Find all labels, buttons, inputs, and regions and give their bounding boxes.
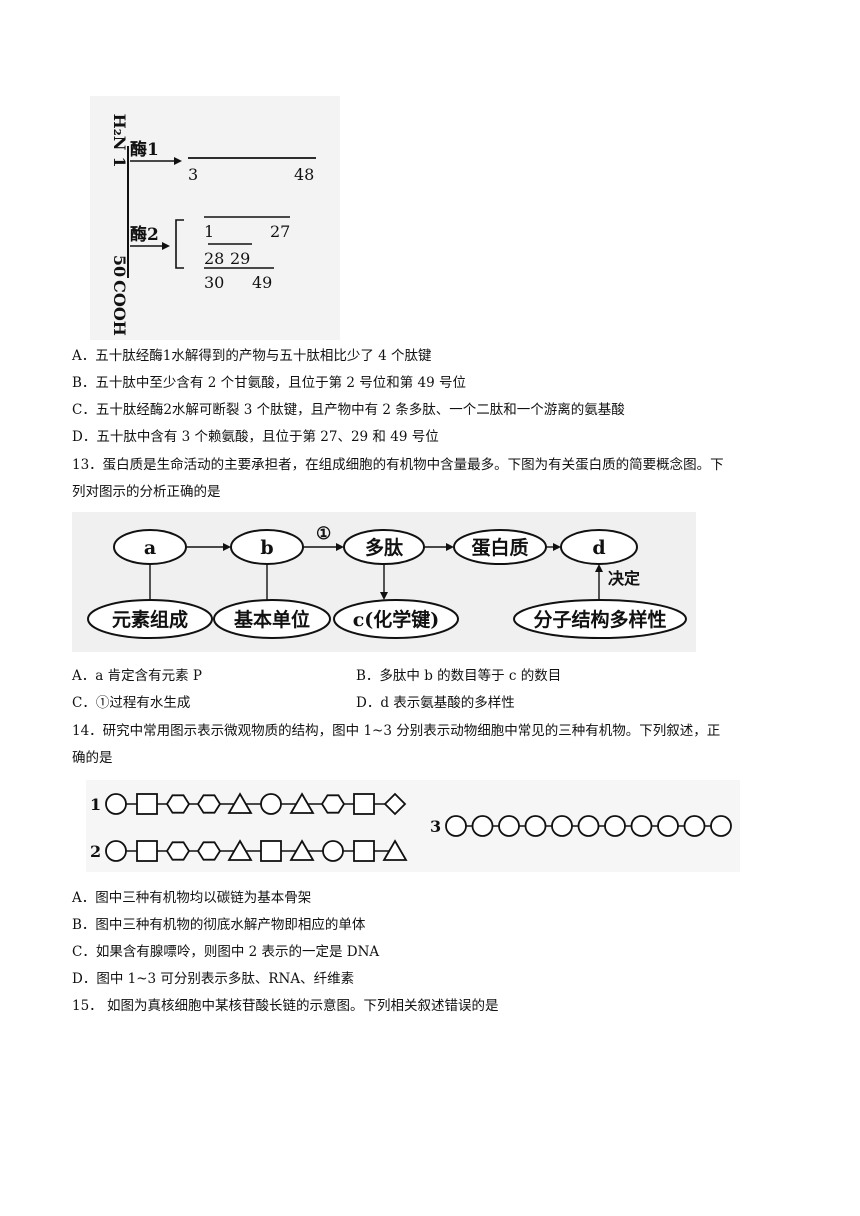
- triangle-monomer: [289, 792, 315, 814]
- arrowhead-protein-d: [553, 543, 561, 551]
- q14-stem-line1: 14．研究中常用图示表示微观物质的结构，图中 1~3 分别表示动物细胞中常见的三…: [72, 723, 721, 739]
- q13-option-a: A．a 肯定含有元素 P: [72, 668, 202, 684]
- triangle-monomer: [382, 839, 408, 861]
- triangle-monomer: [227, 792, 253, 814]
- determines-label: 决定: [608, 569, 640, 588]
- node-diversity-label: 分子结构多样性: [533, 608, 666, 631]
- node-b-label: b: [260, 537, 273, 559]
- arrowhead-polypeptide-bond: [380, 592, 388, 600]
- diamond-monomer: [383, 792, 407, 816]
- q12-option-a: A．五十肽经酶1水解得到的产物与五十肽相比少了 4 个肽键: [72, 348, 432, 364]
- q13-stem-line2: 列对图示的分析正确的是: [72, 484, 221, 500]
- node-chemical-bond: [333, 599, 459, 639]
- chain-2-label: 2: [90, 842, 101, 861]
- q12-option-c: C．五十肽经酶2水解可断裂 3 个肽键，且产物中有 2 条多肽、一个二肽和一个游…: [72, 402, 625, 418]
- node-basic-unit: [213, 599, 331, 639]
- circle-monomer: [105, 840, 127, 862]
- q13-option-b: B．多肽中 b 的数目等于 c 的数目: [356, 668, 562, 684]
- c-terminus-label: COOH: [110, 280, 129, 336]
- node-chemical-bond-label: c(化学键): [353, 608, 440, 631]
- q13-option-d: D．d 表示氨基酸的多样性: [356, 695, 515, 711]
- residue-50-label: 50: [110, 255, 129, 277]
- square-monomer: [353, 840, 375, 862]
- node-basic-unit-label: 基本单位: [233, 608, 310, 631]
- fragment-27-end: 27: [270, 222, 290, 241]
- circle-monomer: [524, 815, 547, 837]
- q12-option-b: B．五十肽中至少含有 2 个甘氨酸，且位于第 2 号位和第 49 号位: [72, 375, 467, 391]
- q13-options-row1: A．a 肯定含有元素 P B．多肽中 b 的数目等于 c 的数目: [72, 666, 802, 686]
- node-d-label: d: [592, 537, 605, 559]
- hexagon-monomer: [196, 841, 222, 861]
- fragment-3-start: 3: [188, 165, 198, 184]
- circle-monomer: [710, 815, 732, 837]
- hexagon-monomer: [165, 794, 191, 814]
- fragment-1-start: 1: [204, 222, 214, 241]
- q14-option-a: A．图中三种有机物均以碳链为基本骨架: [72, 890, 312, 906]
- products-bracket: [175, 219, 184, 269]
- hexagon-monomer: [320, 794, 346, 814]
- step-1-label: ①: [316, 524, 331, 544]
- square-monomer: [136, 840, 158, 862]
- residue-1-label: 1: [110, 156, 129, 167]
- circle-monomer: [551, 815, 573, 837]
- enzyme1-label: 酶1: [130, 139, 159, 160]
- arrowhead-polypeptide-protein: [446, 543, 454, 551]
- fragment-48-end: 48: [294, 165, 314, 184]
- circle-monomer: [630, 815, 653, 837]
- square-monomer: [260, 840, 282, 862]
- q14-option-b: B．图中三种有机物的彻底水解产物即相应的单体: [72, 917, 366, 933]
- circle-monomer: [577, 815, 600, 837]
- square-monomer: [353, 793, 375, 815]
- triangle-monomer: [227, 839, 253, 861]
- circle-monomer: [657, 815, 679, 837]
- q14-option-d: D．图中 1~3 可分别表示多肽、RNA、纤维素: [72, 971, 355, 987]
- q13-stem-line1: 13．蛋白质是生命活动的主要承担者，在组成细胞的有机物中含量最多。下图为有关蛋白…: [72, 457, 724, 473]
- circle-monomer: [498, 815, 520, 837]
- hexagon-monomer: [165, 841, 191, 861]
- enzyme2-label: 酶2: [130, 224, 159, 245]
- fragment-29-end: 29: [230, 249, 250, 268]
- square-monomer: [136, 793, 158, 815]
- fragment-28-start: 28: [204, 249, 224, 268]
- arrowhead-diversity-d: [595, 564, 603, 572]
- arrowhead-b-polypeptide: [336, 543, 344, 551]
- node-elements: [87, 599, 213, 639]
- polymer-structure-figure: 1 2 3: [86, 780, 740, 872]
- chain-1-label: 1: [90, 795, 101, 814]
- circle-monomer: [604, 815, 626, 837]
- fragment-30-start: 30: [204, 273, 224, 292]
- node-diversity: [513, 599, 687, 639]
- circle-monomer: [683, 815, 706, 837]
- node-a-label: a: [144, 537, 156, 559]
- circle-monomer: [445, 815, 467, 837]
- chain-3-label: 3: [430, 817, 441, 836]
- protein-concept-map: a b 多肽 蛋白质 d ① 决定: [72, 512, 696, 652]
- circle-monomer: [260, 793, 282, 815]
- arrowhead-a-b: [223, 543, 231, 551]
- node-polypeptide-label: 多肽: [365, 536, 404, 559]
- n-terminus-label: H₂N: [110, 114, 129, 151]
- chain-2: [105, 839, 408, 862]
- circle-monomer: [471, 815, 494, 837]
- circle-monomer: [105, 793, 127, 815]
- q13-options-row2: C．①过程有水生成 D．d 表示氨基酸的多样性: [72, 693, 802, 713]
- fragment-49-end: 49: [252, 273, 272, 292]
- q14-stem-line2: 确的是: [72, 750, 113, 766]
- chain-1: [105, 792, 407, 816]
- triangle-monomer: [289, 839, 315, 861]
- node-elements-label: 元素组成: [112, 608, 188, 631]
- enzyme2-arrowhead: [162, 242, 170, 250]
- q14-option-c: C．如果含有腺嘌呤，则图中 2 表示的一定是 DNA: [72, 944, 380, 960]
- hexagon-monomer: [196, 794, 222, 814]
- q13-option-c: C．①过程有水生成: [72, 695, 191, 711]
- q12-option-d: D．五十肽中含有 3 个赖氨酸，且位于第 27、29 和 49 号位: [72, 429, 439, 445]
- enzyme1-arrowhead: [174, 157, 182, 165]
- chain-3: [445, 815, 732, 837]
- peptide-hydrolysis-figure: H₂N 1 50 COOH 酶1 3 48 酶2 1 27 28 29 30 4…: [90, 96, 340, 340]
- circle-monomer: [322, 840, 344, 862]
- node-protein-label: 蛋白质: [471, 536, 528, 559]
- q15-stem: 15． 如图为真核细胞中某核苷酸长链的示意图。下列相关叙述错误的是: [72, 998, 499, 1014]
